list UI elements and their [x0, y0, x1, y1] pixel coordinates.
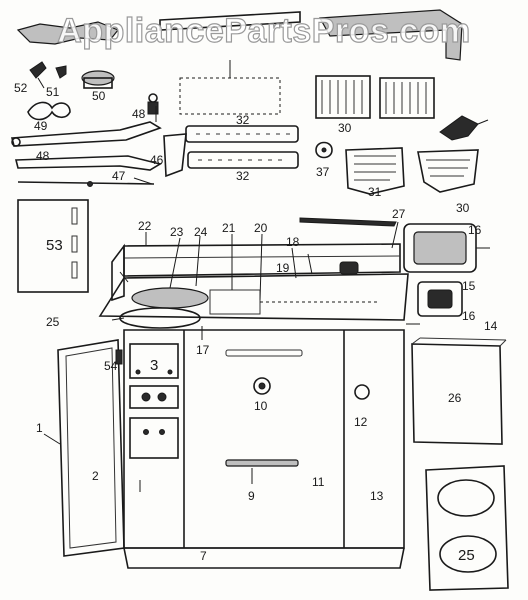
part-15-pump [417, 281, 463, 317]
part-48-small-knob [147, 93, 159, 115]
callout-25-top: 25 [46, 315, 60, 329]
part-46-bracket [163, 133, 187, 178]
part-washer-top [98, 273, 409, 329]
callout-48-lever: 48 [36, 149, 50, 163]
part-10-dial [253, 377, 271, 395]
callout-32-b: 32 [236, 169, 250, 183]
callout-30-a: 30 [338, 121, 352, 135]
part-32-terminal-strip-b [187, 151, 299, 169]
control-lower-panel [129, 417, 179, 459]
callout-46: 46 [150, 153, 164, 167]
leader-lines [43, 106, 420, 492]
callout-14: 14 [484, 319, 498, 333]
part-30-housing [417, 149, 479, 193]
callout-17: 17 [196, 343, 210, 357]
callout-7: 7 [200, 549, 207, 563]
part-37-knob [315, 141, 333, 159]
callout-20: 20 [254, 221, 268, 235]
callout-15: 15 [462, 279, 476, 293]
callout-48-knob: 48 [132, 107, 146, 121]
cabinet-front [123, 329, 405, 569]
part-50-cap [81, 70, 115, 89]
callout-19: 19 [276, 261, 290, 275]
callout-13: 13 [370, 489, 384, 503]
part-top-handle [225, 349, 303, 357]
part-32-terminal-strip-a [185, 125, 299, 143]
part-54-hinge [115, 349, 123, 365]
part-31-fan-housing [345, 147, 405, 195]
callout-labels: 1 2 3 7 9 10 11 12 13 14 15 16 16 17 18 … [14, 81, 498, 564]
callout-54: 54 [104, 359, 118, 373]
part-25-burner-plate [425, 465, 509, 591]
callout-52: 52 [14, 81, 28, 95]
part-bracket-right [439, 115, 489, 141]
callout-3: 3 [150, 357, 158, 374]
part-24-side-trim [111, 243, 125, 302]
callout-49: 49 [34, 119, 48, 133]
callout-53: 53 [46, 237, 63, 254]
part-16-motor [403, 223, 490, 273]
part-48-lever-lower [14, 155, 163, 171]
part-30-grille-a [315, 75, 371, 119]
part-3-control-panel [129, 343, 179, 379]
part-27-control-bar [299, 217, 397, 275]
callout-23: 23 [170, 225, 184, 239]
part-48-lever-upper [10, 121, 162, 147]
callout-16-motor: 16 [468, 223, 482, 237]
callout-22: 22 [138, 219, 152, 233]
callout-37: 37 [316, 165, 330, 179]
part-53-side-panel [17, 199, 89, 293]
part-47-rod [17, 181, 155, 187]
callout-1: 1 [36, 421, 43, 435]
part-49-linkage [27, 101, 71, 121]
callout-50: 50 [92, 89, 106, 103]
callout-10: 10 [254, 399, 268, 413]
top-long-rail [159, 11, 301, 31]
callout-18: 18 [286, 235, 300, 249]
callout-21: 21 [222, 221, 236, 235]
top-right-rail [319, 9, 463, 61]
callout-25-plate: 25 [458, 547, 475, 564]
callout-11: 11 [312, 475, 325, 489]
part-dashed-box [179, 60, 281, 115]
callout-31: 31 [368, 185, 382, 199]
callout-2: 2 [92, 469, 99, 483]
callout-24-top: 24 [194, 225, 208, 239]
part-12-knob [354, 384, 370, 400]
part-51-clip [55, 65, 67, 79]
callout-12: 12 [354, 415, 368, 429]
callout-51: 51 [46, 85, 60, 99]
callout-9: 9 [248, 489, 255, 503]
callout-30-b: 30 [456, 201, 470, 215]
callout-47: 47 [112, 169, 126, 183]
part-52-clip [29, 61, 47, 89]
callout-26: 26 [448, 391, 462, 405]
part-26-side-panel [411, 337, 507, 445]
callout-32-a: 32 [236, 113, 250, 127]
part-9-handle [225, 459, 299, 467]
top-bracket-left [16, 21, 119, 45]
control-knob-pair [129, 385, 179, 409]
part-30-grille-b [379, 77, 435, 119]
callout-16-pump: 16 [462, 309, 476, 323]
callout-27: 27 [392, 207, 406, 221]
